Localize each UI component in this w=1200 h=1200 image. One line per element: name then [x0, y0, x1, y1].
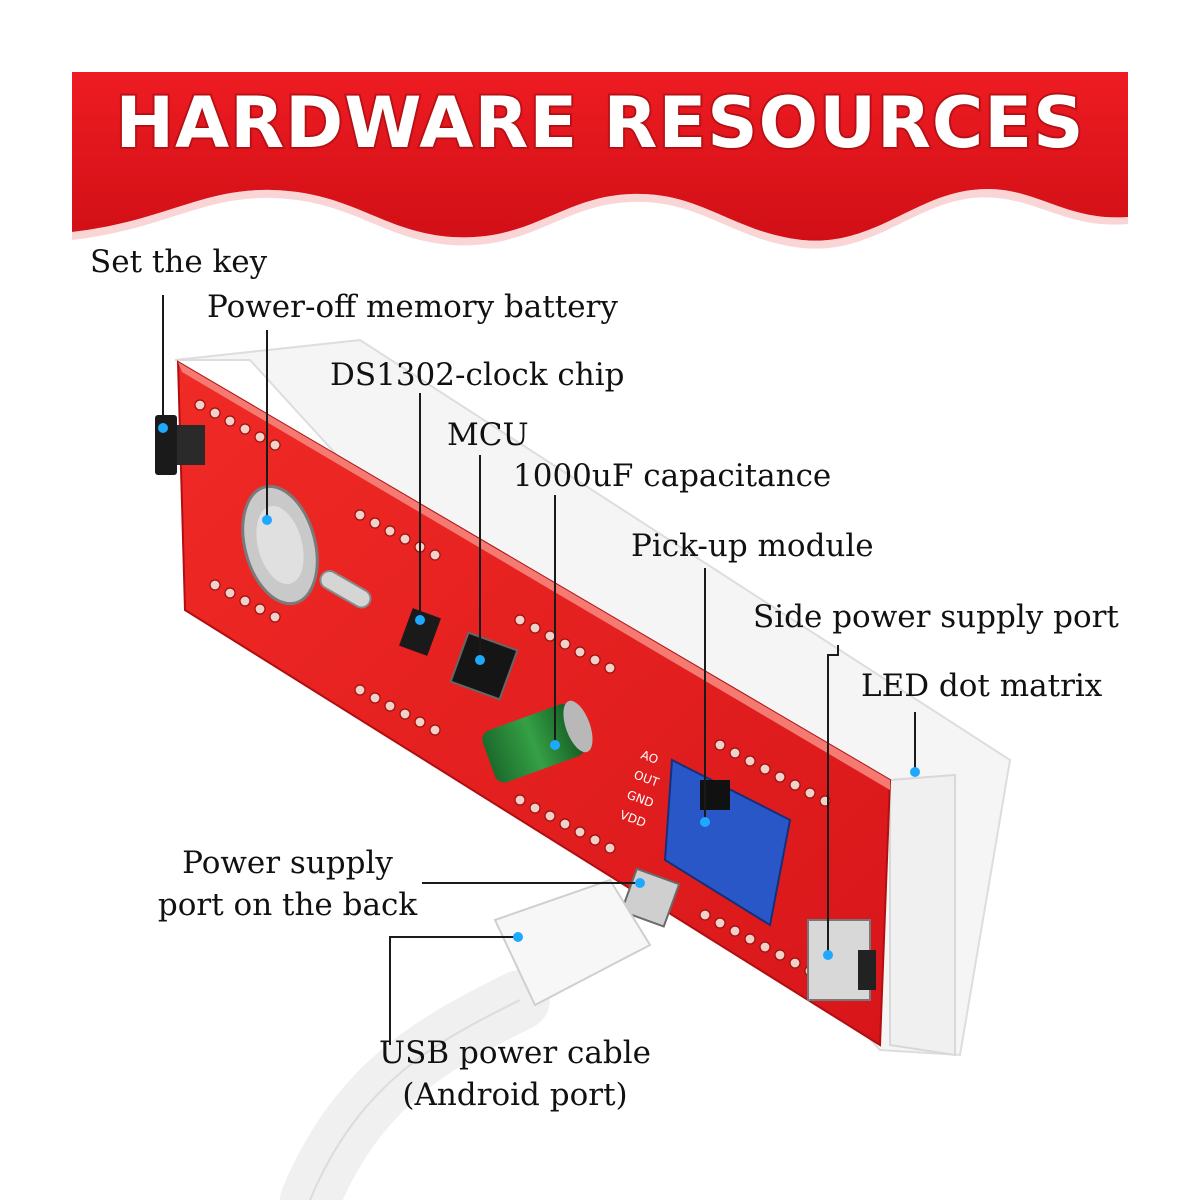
label-pickup: Pick-up module [631, 528, 874, 564]
label-capacitance: 1000uF capacitance [513, 458, 832, 494]
pickup-module [663, 758, 792, 927]
label-back-power-line1: Power supply [182, 845, 393, 881]
label-usb-line2: (Android port) [402, 1077, 628, 1113]
title-banner [72, 72, 1128, 249]
label-clock-chip: DS1302-clock chip [330, 357, 625, 393]
label-usb-line1: USB power cable [378, 1035, 651, 1071]
pin-row-top [194, 399, 831, 807]
usb-plug [493, 878, 652, 1007]
label-usb-cable: USB power cable (Android port) [370, 1032, 660, 1116]
led-matrix-side [889, 773, 956, 1057]
label-set-key: Set the key [90, 244, 268, 280]
leader-lines [162, 295, 916, 1045]
label-led-matrix: LED dot matrix [861, 668, 1103, 704]
leader-dots [158, 423, 920, 960]
page-title: HARDWARE RESOURCES [113, 80, 1085, 166]
banner-wave-shadow [72, 188, 1128, 249]
capacitor [482, 700, 593, 783]
pin-label-ao: AO [639, 748, 660, 767]
label-battery: Power-off memory battery [207, 289, 618, 325]
mcu-chip [449, 631, 519, 701]
banner-wave [72, 72, 1128, 241]
label-mcu: MCU [447, 417, 529, 453]
crystal [319, 570, 372, 609]
label-back-power: Power supply port on the back [150, 842, 425, 926]
ds1302-chip [399, 608, 441, 656]
label-back-power-line2: port on the back [157, 887, 418, 923]
pin-row-bottom [209, 579, 816, 977]
label-side-power: Side power supply port [753, 599, 1119, 635]
pcb-edge [178, 362, 890, 790]
